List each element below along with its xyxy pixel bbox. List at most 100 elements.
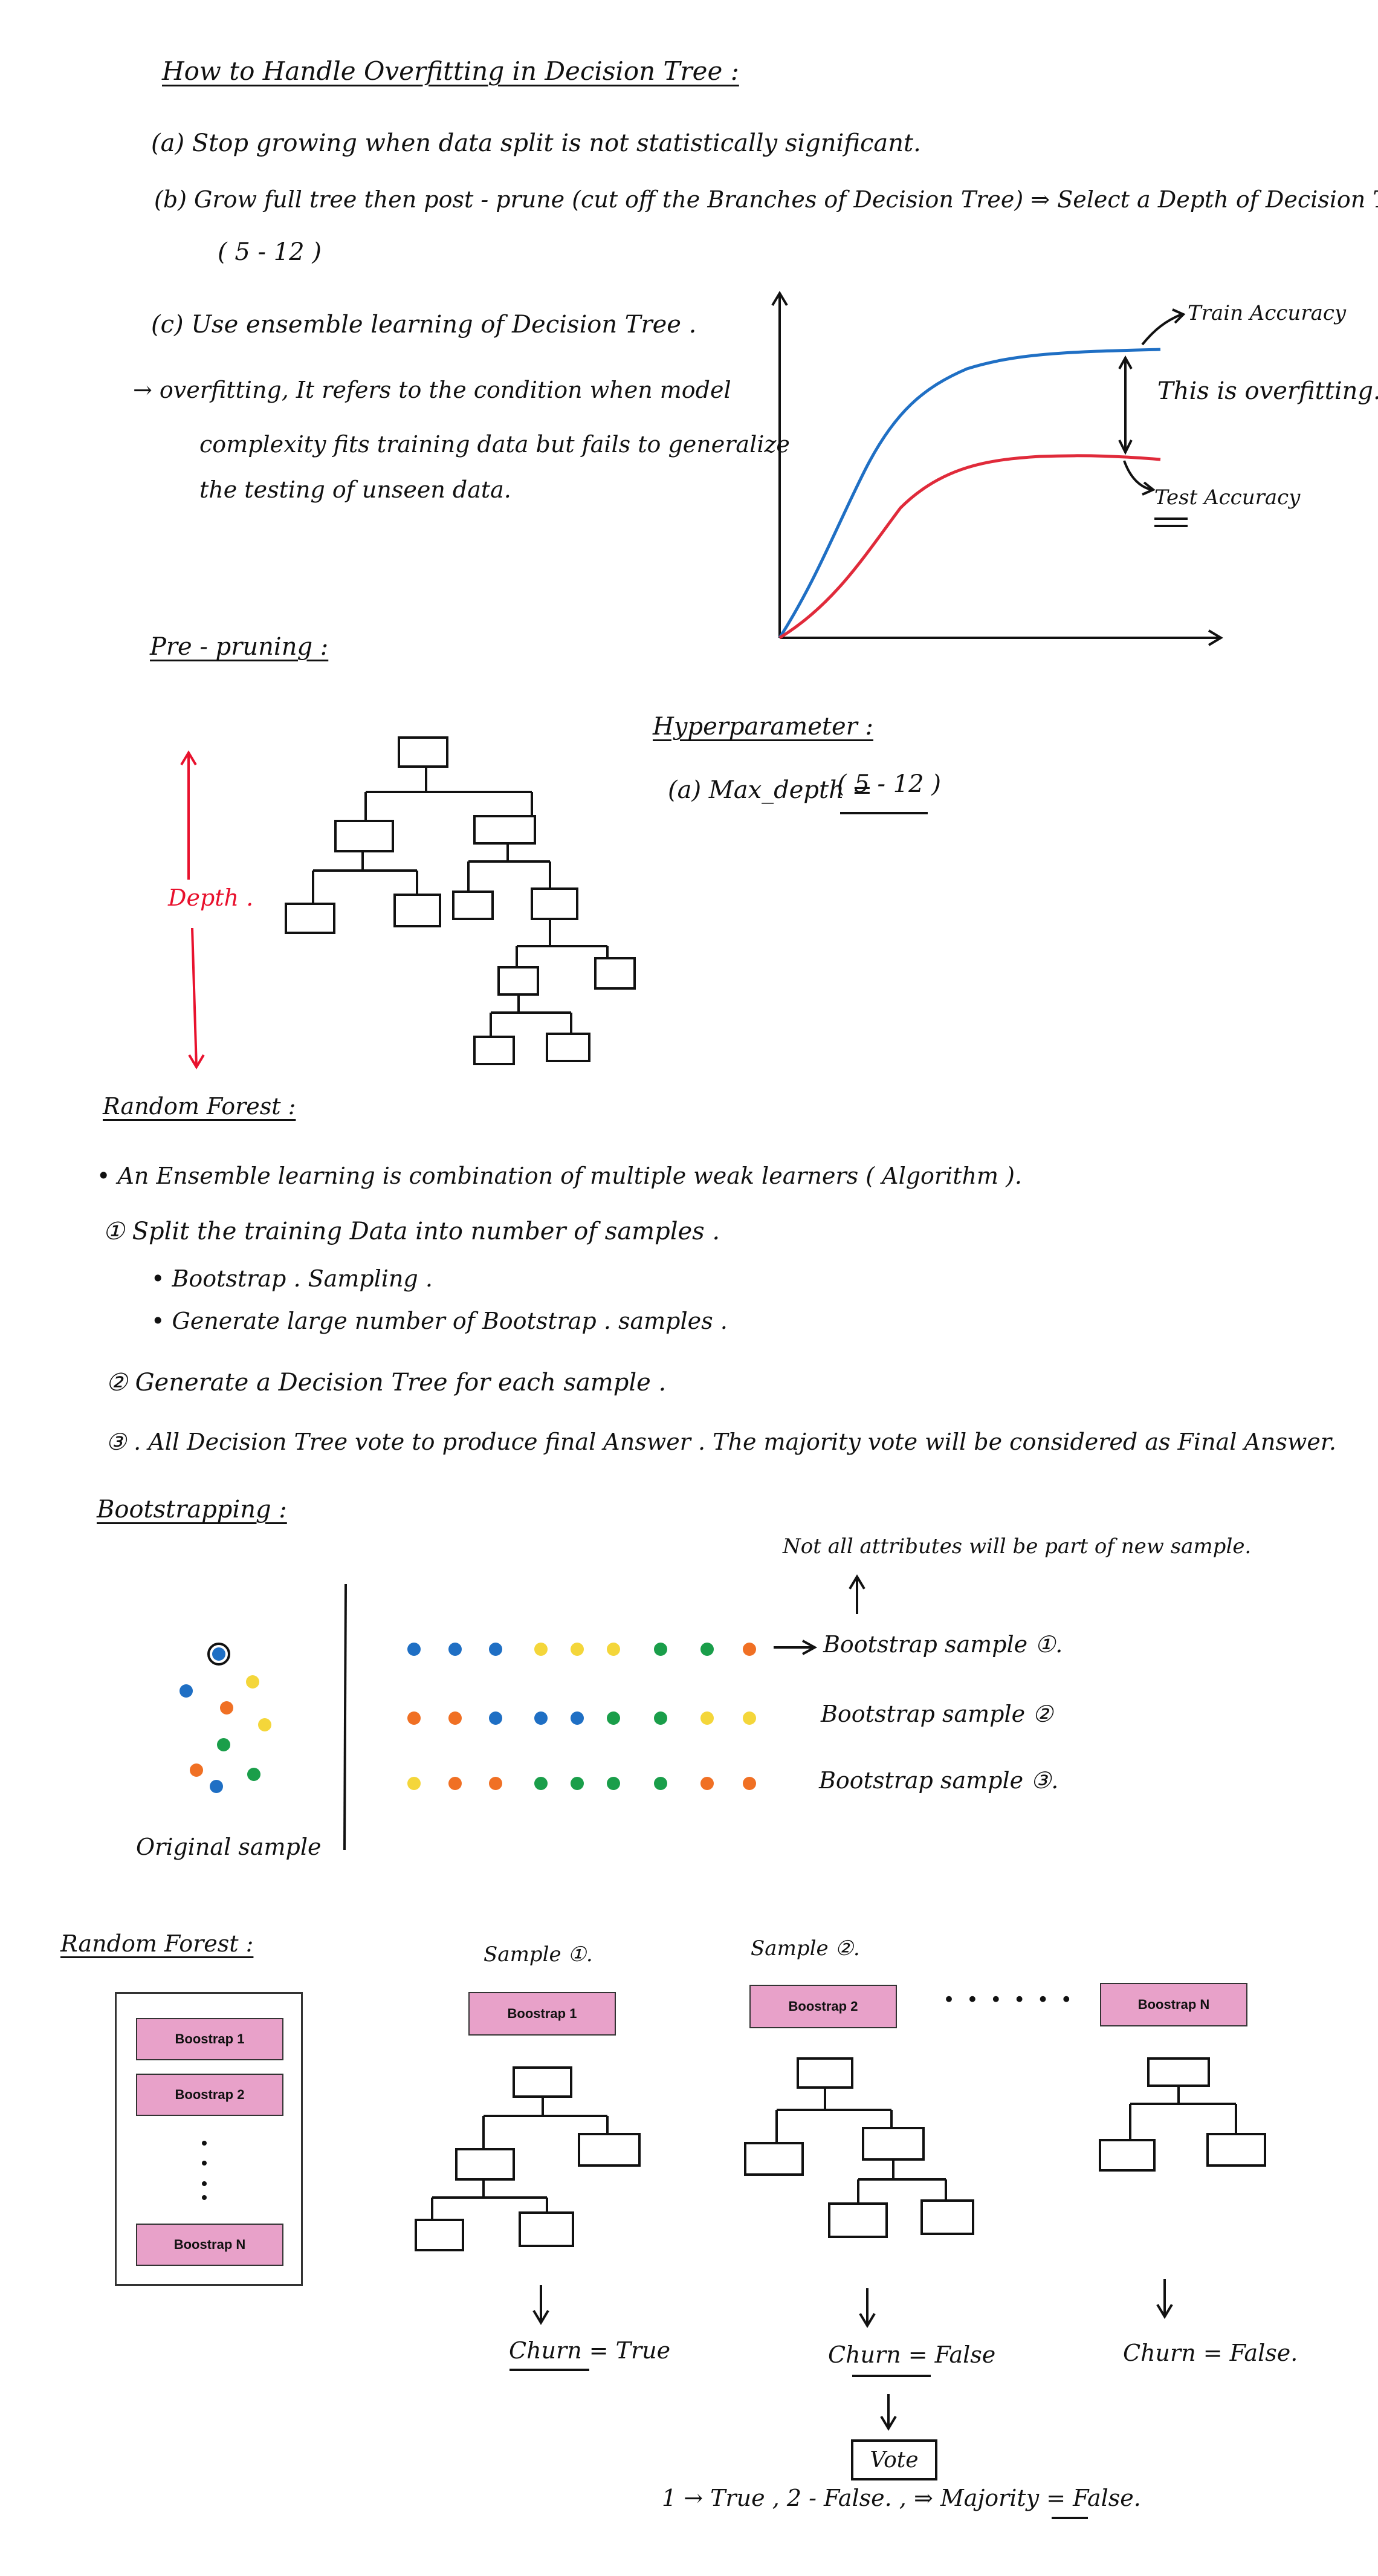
original-sample-label: Original sample <box>136 1834 322 1860</box>
bootstrap-dot <box>607 1643 620 1656</box>
treen-node <box>1099 2139 1156 2172</box>
original-sample-dot <box>190 1763 203 1777</box>
graph-y-arrow <box>771 291 788 307</box>
overfitting-title: How to Handle Overfitting in Decision Tr… <box>162 56 739 86</box>
box-bootstrap-2: Boostrap 2 <box>136 2074 283 2116</box>
overfitting-gap-arrow <box>1118 355 1133 455</box>
bootstrap-row1-dots <box>407 1643 756 1656</box>
original-sample-dot <box>258 1718 271 1731</box>
selected-dot-ring <box>207 1643 230 1666</box>
tree1-header: Boostrap 1 <box>468 1992 616 2036</box>
overfitting-item-b-range: ( 5 - 12 ) <box>218 238 322 266</box>
bootstrap-dot <box>743 1777 756 1790</box>
original-sample-dot <box>220 1701 233 1715</box>
bootstrap-dot <box>407 1643 421 1656</box>
prepruning-title: Pre - pruning : <box>150 633 329 661</box>
overfitting-definition-line1: → overfitting, It refers to the conditio… <box>133 377 731 403</box>
bootstrap-dot <box>571 1643 584 1656</box>
bootstrap-dot <box>448 1711 462 1725</box>
tree-node <box>398 736 448 768</box>
sample2-label: Sample ②. <box>751 1936 860 1961</box>
hyperparameter-max-depth-value: ( 5 - 12 ) <box>837 770 941 798</box>
forest-diagram-title: Random Forest : <box>60 1930 254 1957</box>
original-sample-dot <box>247 1768 260 1781</box>
bootstrap-dot <box>743 1643 756 1656</box>
bootstrap-dot <box>534 1643 548 1656</box>
tree-node <box>334 820 394 852</box>
bootstrap-dot <box>654 1777 667 1790</box>
box-bootstrap-n: Boostrap N <box>136 2224 283 2266</box>
bootstrap-dot <box>448 1777 462 1790</box>
tree2-header: Boostrap 2 <box>749 1985 897 2028</box>
graph-x-arrow <box>1208 629 1223 646</box>
trees-ellipsis: • • • • • • <box>943 1988 1075 2012</box>
bootstrap-sample3-label: Bootstrap sample ③. <box>819 1767 1059 1794</box>
bootstrap-dot <box>571 1777 584 1790</box>
original-sample-dot <box>212 1647 225 1661</box>
bootstrap-dot <box>607 1777 620 1790</box>
tree-node <box>546 1033 590 1062</box>
train-label-arrow <box>1141 313 1182 346</box>
vote-box: Vote <box>851 2439 937 2480</box>
bootstrap-dot <box>534 1777 548 1790</box>
tree2-node <box>744 2142 804 2176</box>
random-forest-bullet1: • Bootstrap . Sampling . <box>151 1265 433 1292</box>
tree-node <box>594 957 636 990</box>
bootstrap-dot <box>571 1711 584 1725</box>
test-accuracy-label: Test Accuracy <box>1154 485 1301 510</box>
hyperparameter-title: Hyperparameter : <box>653 713 873 741</box>
random-forest-bullet2: • Generate large number of Bootstrap . s… <box>151 1308 728 1334</box>
bootstrap-divider <box>343 1583 347 1851</box>
bootstrap-row2-dots <box>407 1711 756 1725</box>
tree-node <box>452 891 494 920</box>
bootstrap-dot <box>489 1643 502 1656</box>
bootstrap-dot <box>743 1711 756 1725</box>
tree2-node <box>797 2057 853 2089</box>
depth-label: Depth . <box>168 884 254 911</box>
vote-summary: 1 → True , 2 - False. , ⇒ Majority = Fal… <box>662 2485 1141 2511</box>
treen-node <box>1206 2133 1266 2167</box>
sample1-label: Sample ①. <box>484 1942 593 1967</box>
random-forest-intro: • An Ensemble learning is combination of… <box>97 1163 1023 1189</box>
random-forest-step1: ① Split the training Data into number of… <box>103 1218 720 1245</box>
original-sample-dots <box>180 1647 271 1793</box>
bootstrap-dot <box>407 1711 421 1725</box>
bootstrap-dot <box>654 1643 667 1656</box>
tree1-result: Churn = True <box>509 2337 671 2364</box>
treen-result: Churn = False. <box>1123 2340 1298 2366</box>
random-forest-title: Random Forest : <box>103 1093 296 1120</box>
bootstrap-dot <box>407 1777 421 1790</box>
overfitting-item-c: (c) Use ensemble learning of Decision Tr… <box>151 311 697 339</box>
treen-header: Boostrap N <box>1100 1983 1247 2026</box>
tree2-node <box>920 2199 974 2235</box>
original-sample-dot <box>180 1684 193 1698</box>
tree-node <box>473 815 536 845</box>
bootstrap-row3-dots <box>407 1777 756 1790</box>
bootstrap-sample2-label: Bootstrap sample ② <box>821 1701 1053 1727</box>
tree1-node <box>455 2148 515 2181</box>
tree1-node <box>519 2211 574 2247</box>
hyperparameter-max-depth: (a) Max_depth = <box>668 776 873 804</box>
original-sample-dot <box>217 1738 230 1751</box>
test-label-arrow <box>1123 460 1152 491</box>
bootstrap-dot <box>700 1711 714 1725</box>
bootstrap-dot <box>489 1777 502 1790</box>
overfitting-gap-label: This is overfitting. <box>1157 377 1378 405</box>
random-forest-step2: ② Generate a Decision Tree for each samp… <box>106 1369 667 1397</box>
bootstrapping-note: Not all attributes will be part of new s… <box>783 1534 1252 1559</box>
tree1-node <box>415 2219 464 2251</box>
bootstrap-dot <box>489 1711 502 1725</box>
original-sample-dot <box>210 1780 223 1793</box>
tree-node <box>531 887 578 920</box>
tree-node <box>473 1036 515 1065</box>
bootstrap-dot <box>700 1643 714 1656</box>
test-accuracy-curve <box>778 454 1161 640</box>
tree1-node <box>513 2066 572 2098</box>
tree1-node <box>578 2133 641 2167</box>
train-accuracy-label: Train Accuracy <box>1188 301 1347 325</box>
random-forest-step3: ③ . All Decision Tree vote to produce fi… <box>106 1429 1336 1455</box>
